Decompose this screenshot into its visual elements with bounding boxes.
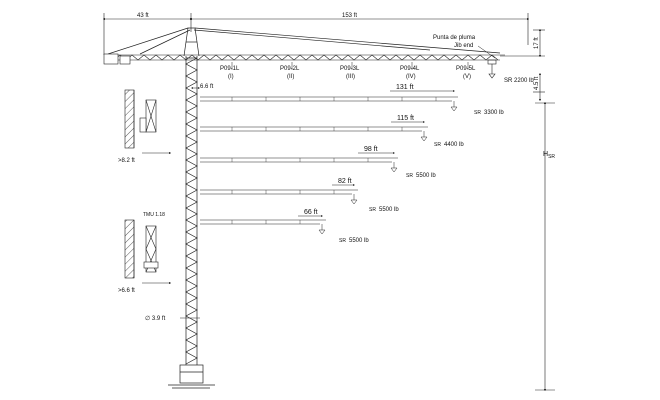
jib-section-labels <box>231 62 469 70</box>
load-label: 5500 lb <box>349 238 369 244</box>
load-label: 5500 lb <box>379 207 399 213</box>
wall-detail-upper <box>124 89 172 155</box>
sr-label: SR <box>369 207 376 213</box>
radius-label: 66 ft <box>304 209 318 216</box>
mast-section-label: TMU 1.18 <box>143 212 165 218</box>
top-config-load: 2200 lb <box>514 78 534 84</box>
jib-section-3-roman: (III) <box>346 74 355 80</box>
jib-section-3-code: P09-3L <box>340 66 360 72</box>
load-label: 5500 lb <box>416 173 436 179</box>
counter-jib-length-label: 43 ft <box>137 13 149 19</box>
main-jib <box>104 54 505 61</box>
load-label: 3300 lb <box>484 110 504 116</box>
total-jib-length-label: 153 ft <box>342 13 357 19</box>
radius-label: 82 ft <box>338 178 352 185</box>
top-height-label: 17 ft <box>534 37 540 49</box>
tower-offset-label: 6.6 ft <box>200 84 214 90</box>
wall-clearance-upper: >8.2 ft <box>118 158 135 164</box>
jib-end-label-es: Punta de pluma <box>433 35 476 41</box>
tower-head <box>107 27 501 57</box>
radius-label: 131 ft <box>396 84 414 91</box>
jib-section-4-code: P09-4L <box>400 66 420 72</box>
sr-label: SR <box>406 173 413 179</box>
sr-label: SR <box>434 142 441 148</box>
trolley-hook-top <box>487 59 497 79</box>
jib-section-4-roman: (IV) <box>406 74 416 80</box>
hook-icon <box>450 106 458 112</box>
sr-label: SR <box>339 238 346 244</box>
sr-label: SR <box>474 110 481 116</box>
hook-icon <box>350 199 358 205</box>
radius-label: 115 ft <box>397 115 414 122</box>
jib-section-2-roman: (II) <box>287 74 294 80</box>
wall-detail-lower <box>124 219 172 285</box>
hook-icon <box>420 136 428 142</box>
jib-section-1-code: P09-1L <box>220 66 240 72</box>
mast <box>185 56 198 365</box>
jib-end-label-en: Jib end <box>454 43 473 49</box>
hook-icon <box>390 167 398 173</box>
hook-icon <box>318 229 326 235</box>
top-dimension-lines <box>102 13 555 392</box>
jib-section-5-roman: (V) <box>463 74 471 80</box>
wall-clearance-lower: >6.6 ft <box>118 288 135 294</box>
height-label: HSR <box>543 151 555 160</box>
jib-end-leader <box>477 45 496 59</box>
jib-section-1-roman: (I) <box>228 74 234 80</box>
mast-width-label: ∅ 3.9 ft <box>145 315 166 322</box>
jib-section-5-code: P09-5L <box>456 66 476 72</box>
top-config-sr: SR <box>504 78 513 84</box>
load-label: 4400 lb <box>444 142 464 148</box>
counterweight <box>103 53 131 65</box>
radius-label: 98 ft <box>364 146 378 153</box>
hook-gap-label: 4.5 ft <box>534 76 540 90</box>
jib-section-2-code: P09-2L <box>280 66 300 72</box>
mast-base <box>168 364 215 389</box>
